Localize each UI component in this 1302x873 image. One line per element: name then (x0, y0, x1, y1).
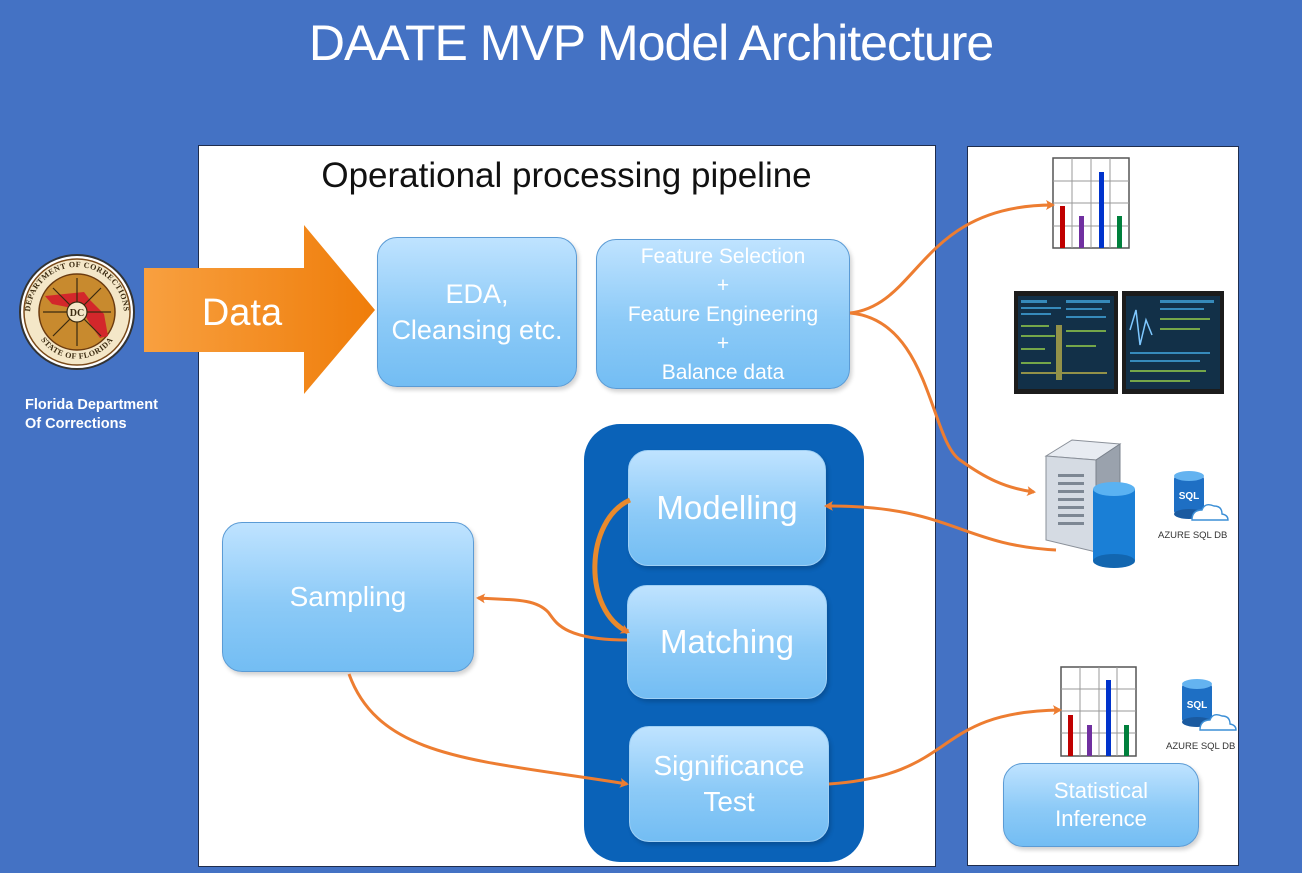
org-name: Florida Department Of Corrections (25, 396, 158, 434)
matching-label: Matching (660, 623, 794, 660)
florida-doc-seal-icon: DC DEPARTMENT OF CORRECTIONS STATE OF FL… (19, 254, 135, 370)
page-title: DAATE MVP Model Architecture (308, 15, 994, 71)
org-name-line1: Florida Department (25, 397, 158, 413)
seal-monogram: DC (70, 308, 84, 319)
modelling-box: Modelling (628, 450, 826, 566)
outputs-panel (967, 146, 1239, 866)
pipeline-title: Operational processing pipeline (321, 156, 812, 195)
modelling-label: Modelling (656, 489, 798, 526)
org-name-line2: Of Corrections (25, 416, 127, 432)
eda-label-line1: EDA, (445, 279, 509, 309)
feature-label-line2: + (716, 273, 730, 297)
feature-label-line3: Feature Engineering (627, 302, 819, 326)
statistical-label-line1: Statistical (1053, 778, 1149, 803)
feature-label-line1: Feature Selection (640, 244, 806, 268)
statistical-label-line2: Inference (1055, 806, 1147, 831)
sampling-box: Sampling (222, 522, 474, 672)
eda-box: EDA, Cleansing etc. (377, 237, 577, 387)
feature-label-line4: + (716, 331, 730, 355)
significance-test-box: Significance Test (629, 726, 829, 842)
statistical-inference-box: Statistical Inference (1003, 763, 1199, 847)
azure-sql-caption-2: AZURE SQL DB (1166, 741, 1236, 752)
significance-label-line1: Significance (653, 750, 805, 781)
feature-engineering-box: Feature Selection + Feature Engineering … (596, 239, 850, 389)
matching-box: Matching (627, 585, 827, 699)
eda-label-line2: Cleansing etc. (391, 315, 563, 345)
feature-label-line5: Balance data (661, 360, 785, 384)
sampling-label: Sampling (289, 581, 407, 612)
azure-sql-caption-1: AZURE SQL DB (1158, 530, 1228, 541)
significance-label-line2: Test (703, 786, 755, 817)
